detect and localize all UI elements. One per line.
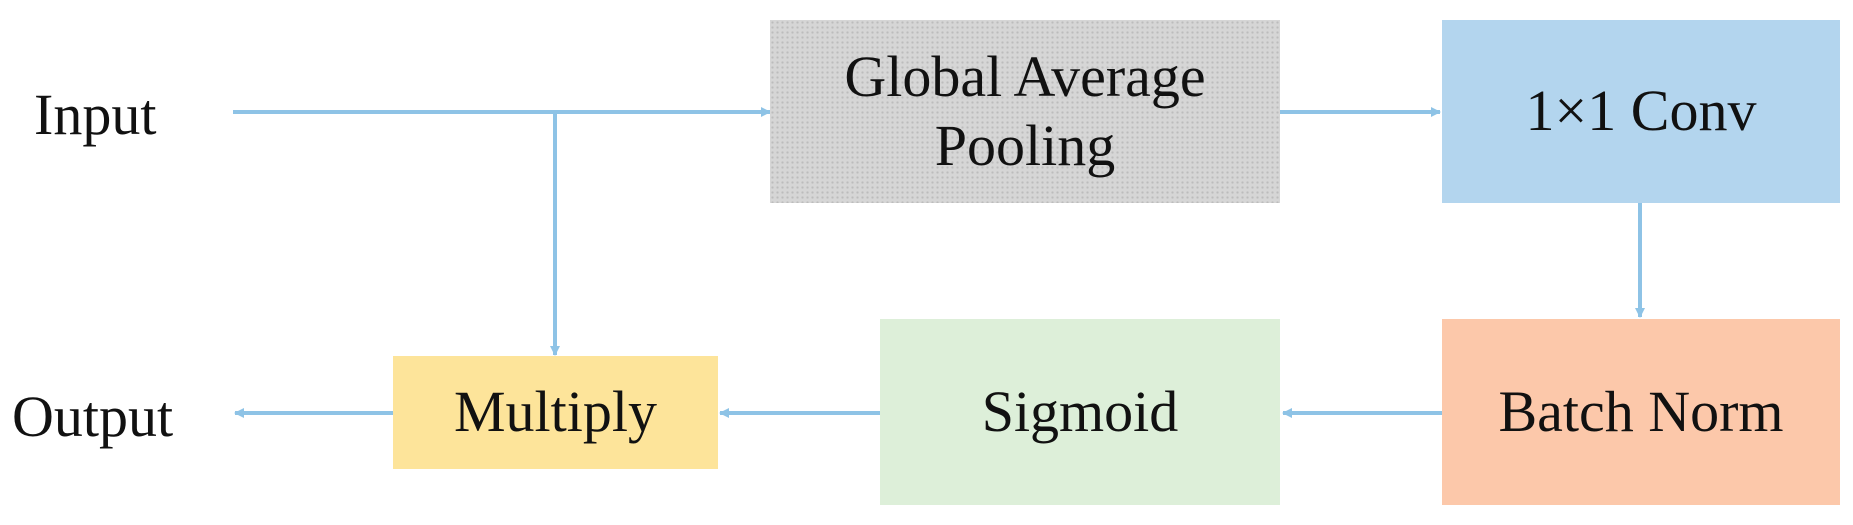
batch-norm-box: Batch Norm xyxy=(1442,319,1840,505)
multiply-box: Multiply xyxy=(393,356,718,469)
conv-1x1-box: 1×1 Conv xyxy=(1442,20,1840,203)
gap-line-1: Global Average xyxy=(844,44,1206,110)
sigmoid-box: Sigmoid xyxy=(880,319,1280,505)
sigmoid-label: Sigmoid xyxy=(981,378,1179,444)
gap-line-2: Pooling xyxy=(934,112,1116,178)
output-label: Output xyxy=(12,384,174,449)
multiply-label: Multiply xyxy=(453,379,658,445)
conv-label: 1×1 Conv xyxy=(1525,78,1757,144)
global-average-pooling-box: Global Average Pooling xyxy=(770,20,1280,203)
input-label: Input xyxy=(34,82,157,147)
batch-norm-label: Batch Norm xyxy=(1498,378,1784,444)
